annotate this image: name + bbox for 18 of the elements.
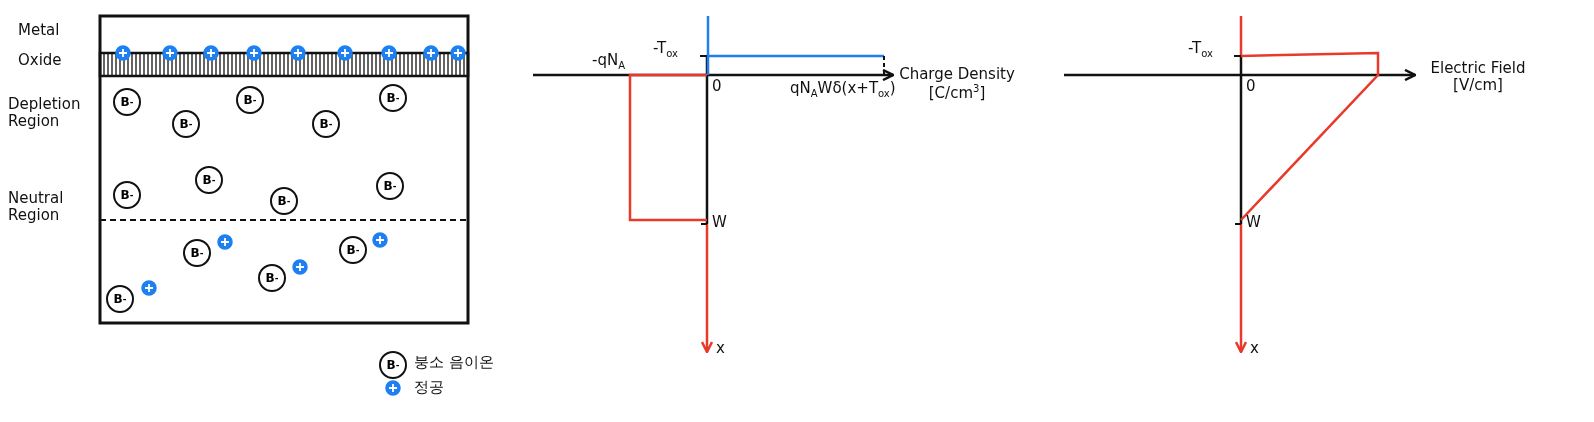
axis-title: Electric Field [V/cm] [1429, 60, 1527, 95]
axis-value-label: -T$_{ox}$ [1188, 40, 1213, 60]
axis-value-label: -T$_{ox}$ [653, 40, 678, 60]
axis-value-label: qN$_{A}$Wδ(x+T$_{ox}$) [790, 80, 896, 100]
region-label: Neutral Region [8, 190, 65, 225]
axis-value-label: x [1250, 340, 1259, 358]
legend-text: 정공 [414, 379, 444, 397]
layer-label: Oxide [18, 52, 63, 70]
axis-value-label: W [1246, 214, 1261, 232]
axis-value-label: x [716, 340, 725, 358]
layer-label: Metal [18, 22, 61, 40]
legend-text: 붕소 음이온 [414, 354, 494, 372]
axis-value-label: 0 [712, 78, 722, 96]
axis-value-label: W [712, 214, 727, 232]
axis-value-label: 0 [1246, 78, 1256, 96]
axis-title: Charge Density [C/cm$^{3}$] [898, 66, 1016, 103]
region-label: Depletion Region [8, 96, 82, 131]
axis-value-label: -qN$_{A}$ [592, 52, 625, 72]
